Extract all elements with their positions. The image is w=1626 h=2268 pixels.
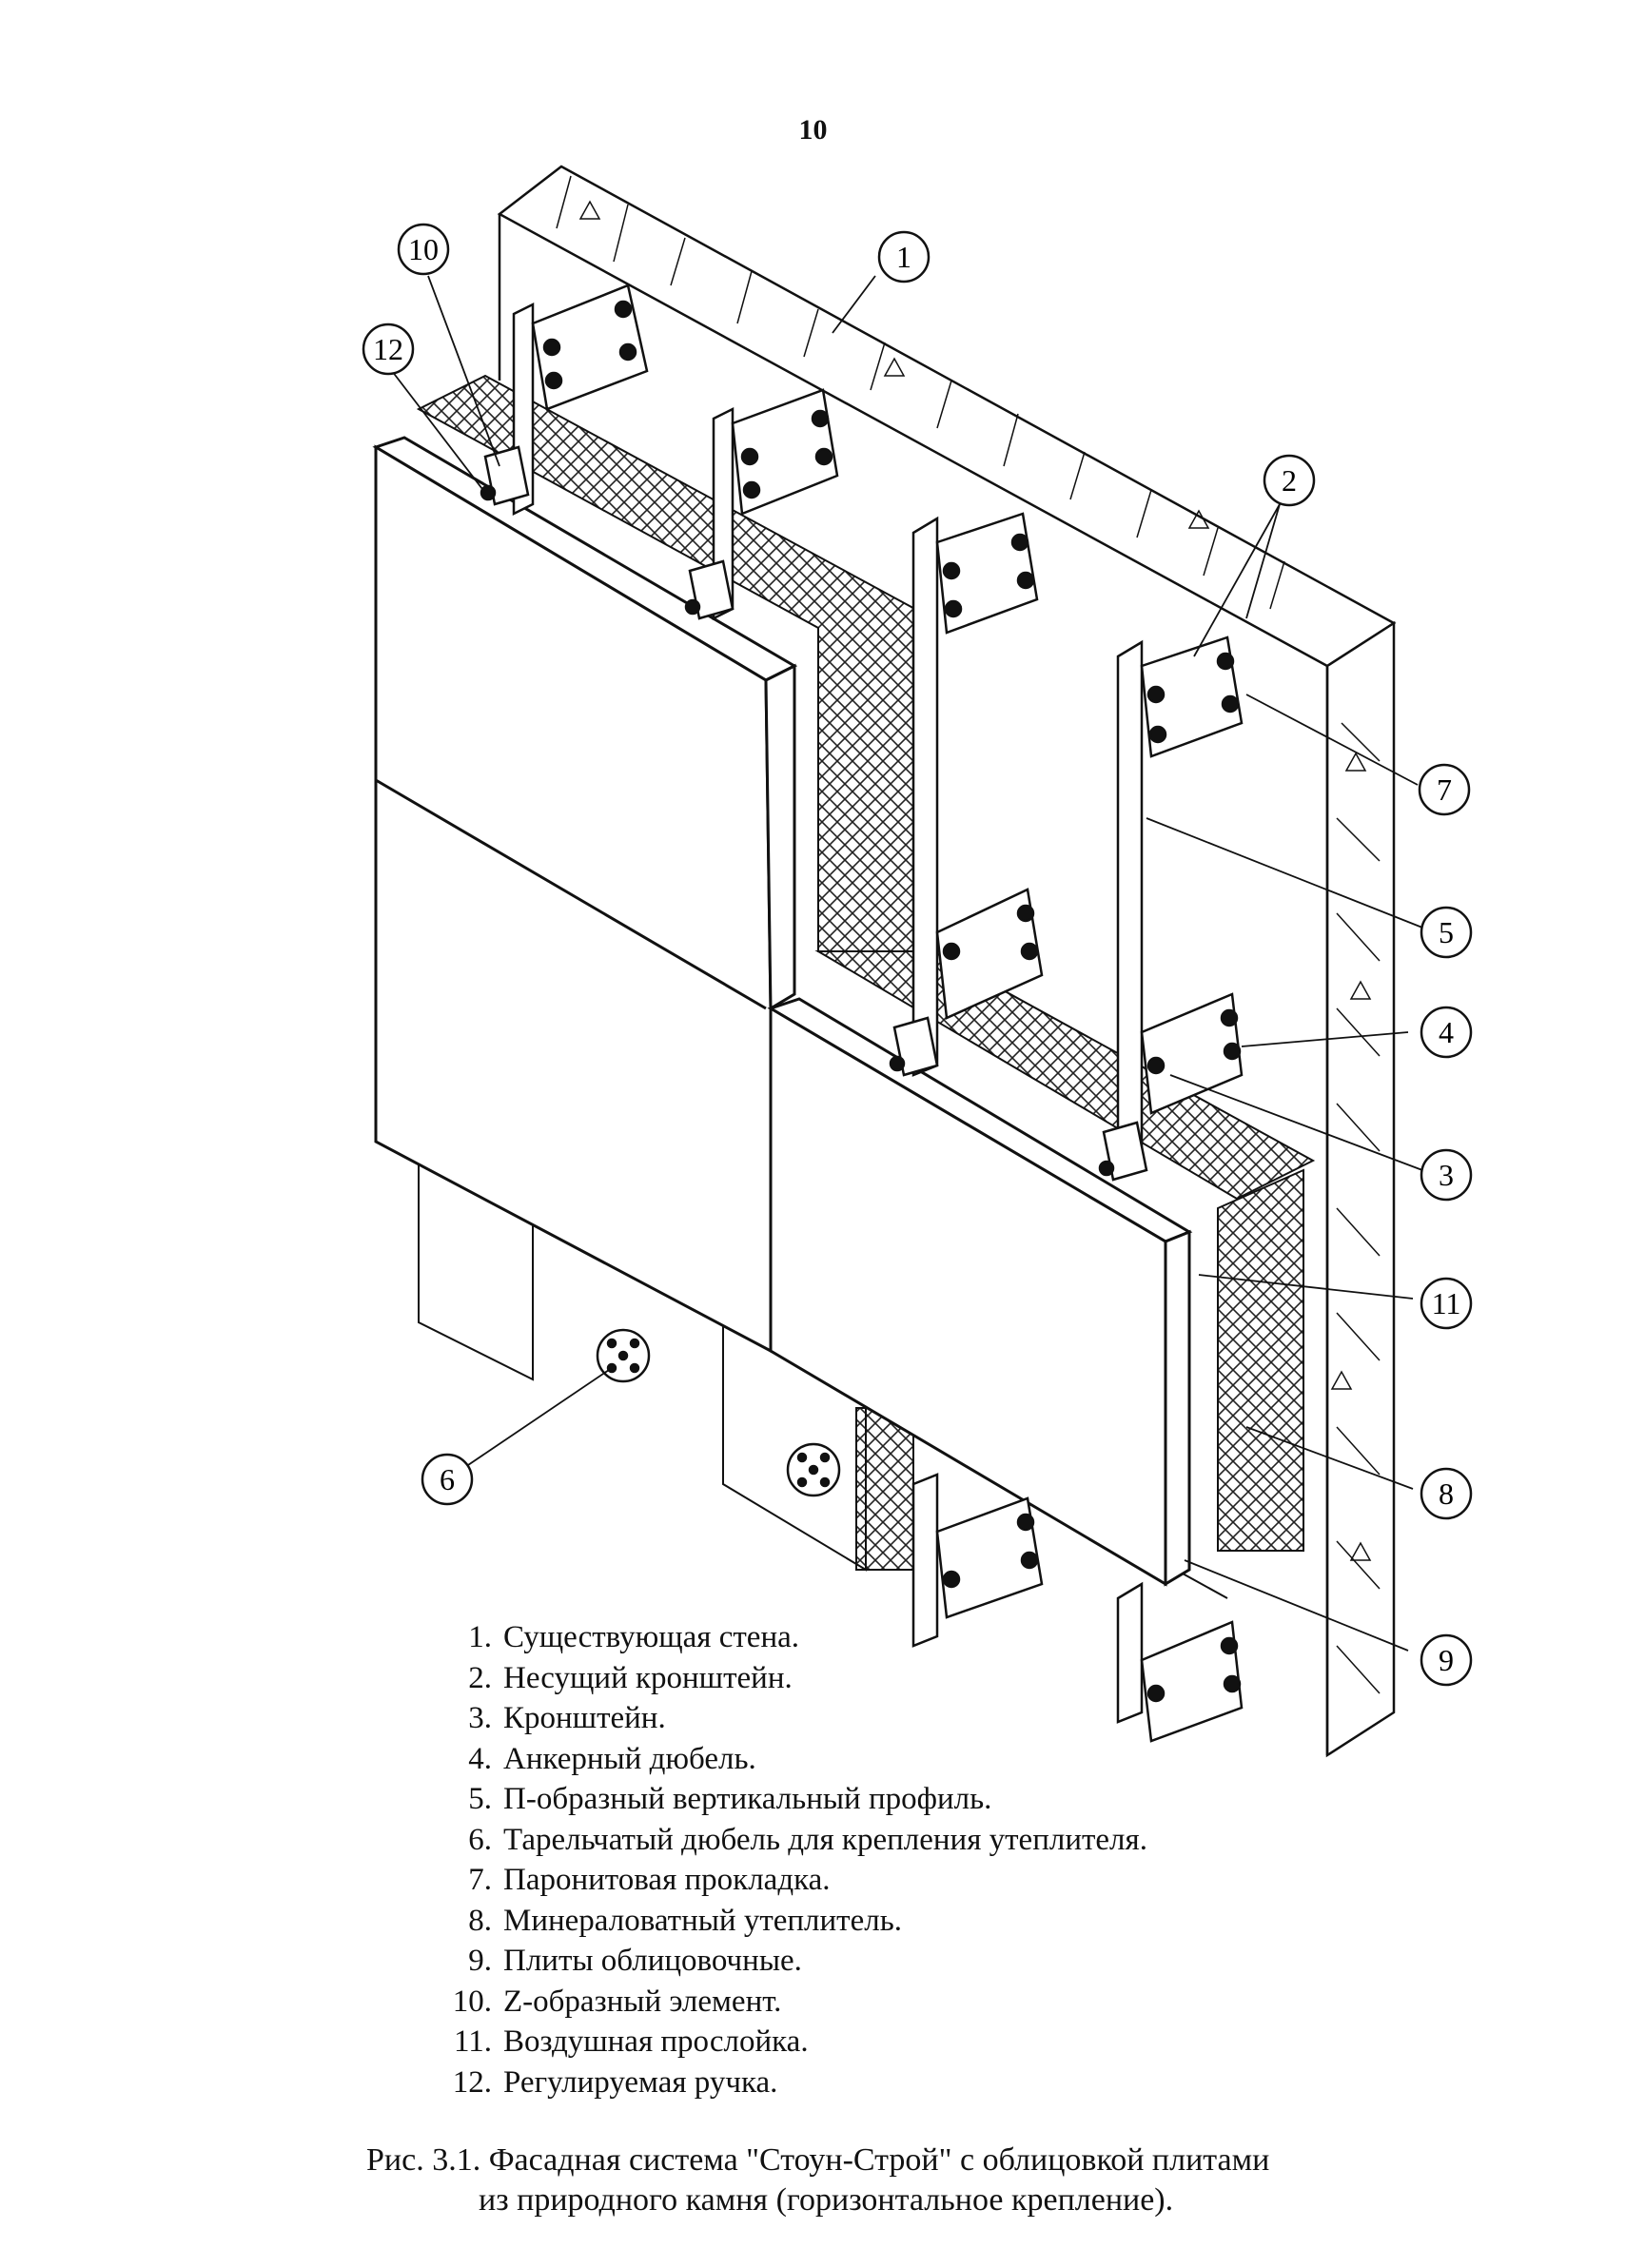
legend-item: 5.П-образный вертикальный профиль. [468,1782,992,1816]
z-elements [480,445,1148,1182]
svg-text:5: 5 [1439,915,1454,949]
callout-11: 11 [1420,1277,1473,1330]
callout-12: 12 [362,323,415,376]
svg-text:4: 4 [1439,1015,1454,1049]
callout-5: 5 [1420,906,1473,959]
callout-6: 6 [421,1453,474,1506]
svg-text:6: 6 [440,1462,455,1496]
brackets [531,284,1244,1743]
legend-item: 7.Паронитовая прокладка. [468,1863,831,1897]
stone-cladding-panels [372,436,1193,1587]
legend-item: 8.Минераловатный утеплитель. [468,1903,903,1938]
callout-8: 8 [1420,1467,1473,1520]
callout-10: 10 [397,223,450,276]
callout-1: 1 [877,230,931,284]
caption-line-2: из природного камня (горизонтальное креп… [479,2182,1174,2218]
svg-text:7: 7 [1437,772,1452,807]
bracket-bottom-right [1140,1620,1244,1743]
svg-text:10: 10 [408,232,439,266]
callout-3: 3 [1420,1148,1473,1202]
callout-9: 9 [1420,1633,1473,1687]
svg-text:9: 9 [1439,1643,1454,1677]
legend-item: 12.Регулируемая ручка. [452,2064,778,2100]
bracket-lower-right [1140,992,1244,1115]
callout-7: 7 [1418,763,1471,816]
svg-text:2: 2 [1282,463,1297,498]
svg-text:12: 12 [373,332,403,366]
callouts: 1 2 3 4 5 6 7 8 [362,223,1473,1687]
bracket-lower-left [935,888,1044,1020]
svg-text:11: 11 [1432,1286,1461,1320]
svg-text:1: 1 [896,240,911,274]
bracket-bottom-left [935,1496,1044,1619]
callout-4: 4 [1420,1006,1473,1059]
legend-item: 2.Несущий кронштейн. [468,1660,793,1695]
callout-2: 2 [1263,454,1316,507]
page-number: 10 [798,114,828,146]
legend-item: 3.Кронштейн. [468,1701,666,1735]
leader-lines [391,275,1423,1652]
bracket-mid-right [1140,635,1244,758]
bracket-top-left [531,284,649,411]
caption-line-1: Рис. 3.1. Фасадная система "Стоун-Строй"… [366,2142,1270,2178]
legend-item: 1.Существующая стена. [468,1620,800,1654]
svg-text:8: 8 [1439,1476,1454,1511]
legend-item: 10.Z-образный элемент. [452,1984,782,2019]
legend-item: 9.Плиты облицовочные. [468,1944,802,1978]
legend-item: 6.Тарельчатый дюбель для крепления утепл… [468,1822,1147,1857]
legend-item: 4.Анкерный дюбель. [468,1741,756,1776]
svg-text:3: 3 [1439,1158,1454,1192]
mineral-wool-insulation [416,374,1316,1571]
existing-wall [497,165,1397,1758]
bracket-mid-left [935,512,1039,635]
figure-caption: Рис. 3.1. Фасадная система "Стоун-Строй"… [366,2141,1269,2220]
legend-list: 1.Существующая стена. 2.Несущий кронштей… [433,1617,1147,2102]
plate-dowels [596,1328,841,1497]
bracket-top-mid [731,388,839,516]
legend-item: 11.Воздушная прослойка. [453,2024,809,2059]
